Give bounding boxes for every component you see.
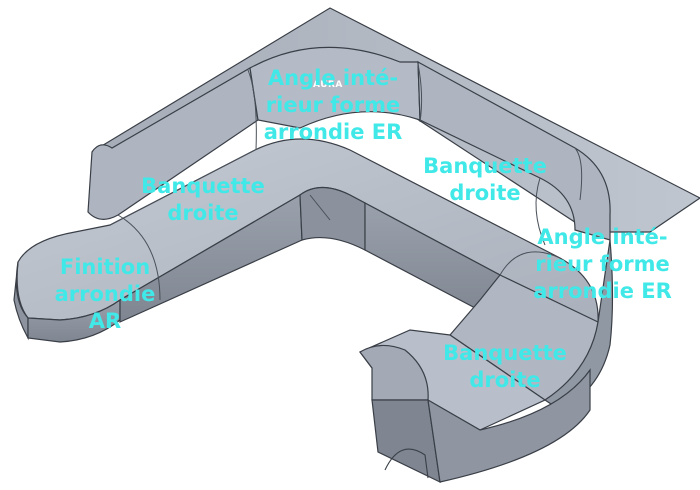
label-corner-right-line-3: arrondie ER [533, 279, 672, 303]
right-extension-side [543, 239, 614, 411]
label-finish-left-line-3: AR [88, 309, 122, 333]
label-bench-upper-right-line-2: droite [449, 181, 521, 205]
label-bench-bottom-right-line-1: Banquette [443, 341, 567, 365]
label-corner-top-line-2: rieur forme [265, 93, 401, 117]
label-bench-bottom-right-line-2: droite [469, 368, 541, 392]
label-finish-left: Finition arrondie AR [30, 254, 180, 335]
label-finish-left-line-2: arrondie [54, 282, 156, 306]
label-bench-left-line-1: Banquette [141, 174, 265, 198]
label-corner-right: Angle inté- rieur forme arrondie ER [520, 224, 685, 305]
end-block-right [427, 368, 591, 483]
label-bench-bottom-right: Banquette droite [430, 340, 580, 394]
seam-lines [109, 63, 583, 301]
label-corner-right-line-2: rieur forme [535, 252, 670, 276]
label-corner-top: Angle inté- rieur forme arrondie ER [248, 65, 418, 146]
label-corner-top-line-3: arrondie ER [263, 120, 403, 144]
label-bench-left-line-2: droite [167, 201, 239, 225]
brand-logo: AURA [313, 80, 343, 90]
label-bench-upper-right-line-1: Banquette [423, 154, 547, 178]
label-corner-top-line-1: Angle inté- [267, 66, 399, 90]
end-block-arch [384, 448, 429, 479]
label-bench-upper-right: Banquette droite [410, 153, 560, 207]
label-finish-left-line-1: Finition [59, 255, 151, 279]
label-bench-left: Banquette droite [128, 173, 278, 227]
label-corner-right-line-1: Angle inté- [537, 225, 668, 249]
